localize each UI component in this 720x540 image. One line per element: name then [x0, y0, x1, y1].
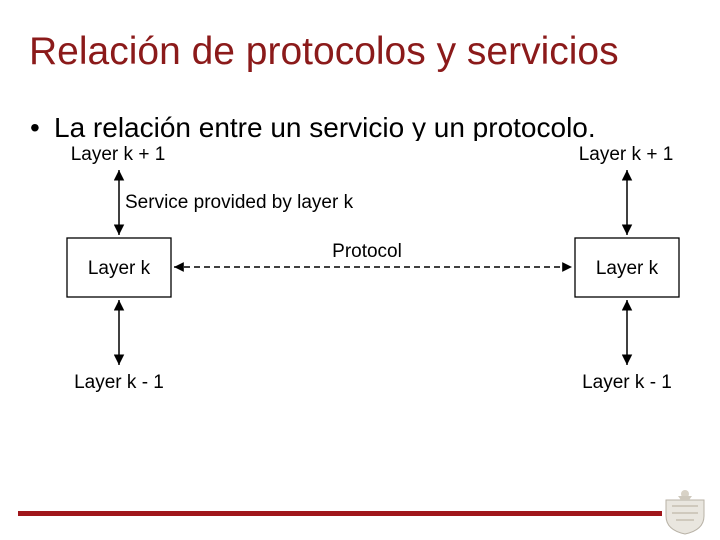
protocol-label: Protocol — [332, 241, 402, 262]
footer-rule — [18, 511, 662, 516]
left-box-label: Layer k — [88, 258, 151, 279]
right-lower-layer-label: Layer k - 1 — [582, 372, 672, 393]
bullet-symbol: • — [30, 112, 40, 141]
service-label: Service provided by layer k — [125, 192, 354, 213]
left-lower-layer-label: Layer k - 1 — [74, 372, 164, 393]
university-crest-icon — [665, 490, 705, 535]
slide-title: Relación de protocolos y servicios — [29, 30, 619, 73]
left-layer-box — [66, 237, 172, 298]
right-upper-layer-label: Layer k + 1 — [579, 144, 674, 165]
right-box-label: Layer k — [596, 258, 659, 279]
left-upper-layer-label: Layer k + 1 — [71, 144, 166, 165]
right-layer-box — [574, 237, 680, 298]
bullet-item: • La relación entre un servicio y un prot… — [30, 112, 596, 141]
bullet-text: La relación entre un servicio y un proto… — [54, 112, 596, 141]
